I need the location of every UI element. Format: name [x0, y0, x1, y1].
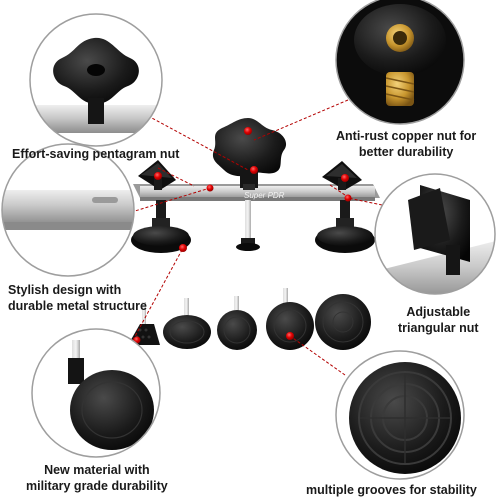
detail-copper-nut [335, 0, 465, 125]
bridge-puller: Super PDR [131, 118, 380, 253]
detail-glue-tab-material [31, 328, 161, 458]
red-markers [133, 127, 352, 344]
caption-metal-structure: Stylish design with durable metal struct… [8, 283, 147, 313]
detail-star-knob [29, 13, 163, 147]
caption-copper-nut: Anti-rust copper nut for better durabili… [336, 129, 477, 159]
detail-triangular-nut [374, 173, 496, 295]
caption-triangular-nut: Adjustable triangular nut [398, 305, 479, 335]
detail-metal-bar [1, 143, 135, 277]
caption-pentagram-nut: Effort-saving pentagram nut [12, 147, 180, 161]
glue-tabs [128, 288, 371, 350]
detail-grooves [335, 350, 465, 480]
caption-new-material: New material with military grade durabil… [26, 463, 168, 493]
brand-engraving: Super PDR [244, 191, 285, 200]
caption-grooves: multiple grooves for stability [306, 483, 477, 497]
